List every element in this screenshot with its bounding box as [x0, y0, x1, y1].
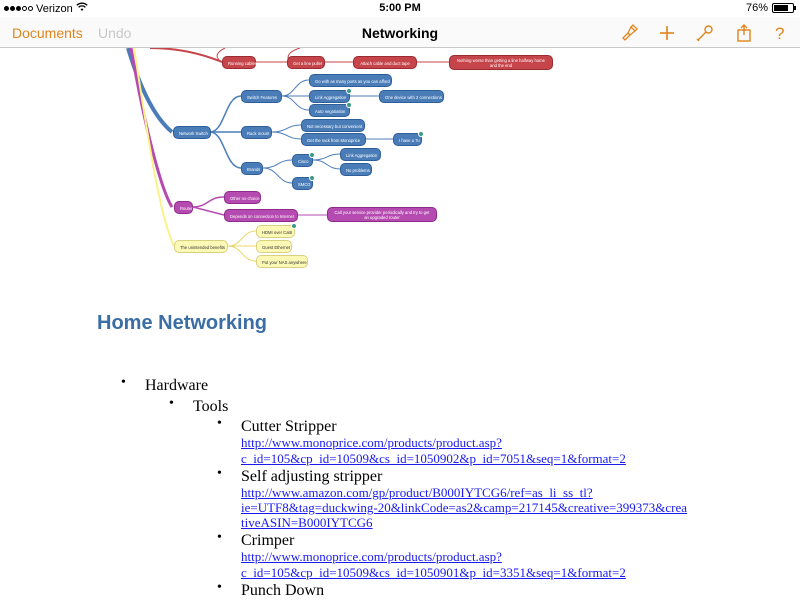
status-bar: Verizon 5:00 PM 76% — [0, 0, 800, 17]
mm-node-one-device[interactable]: One device with 2 connections — [379, 90, 444, 103]
mm-node-cisco-label: Cisco — [298, 159, 309, 164]
product-link[interactable]: http://www.monoprice.com/products/produc… — [241, 435, 502, 450]
note-badge-icon — [309, 152, 315, 158]
note-badge-icon — [418, 131, 424, 137]
plus-icon[interactable] — [657, 23, 677, 43]
bullet: • — [217, 466, 222, 481]
status-left: Verizon — [4, 2, 88, 15]
battery-fill — [774, 5, 788, 11]
mm-node-no-problems[interactable]: No problems — [340, 163, 372, 176]
mm-node-rack-mount[interactable]: Rack mount — [241, 126, 272, 139]
mm-node-unintended-benefits[interactable]: The unintended benefits — [174, 240, 228, 253]
mm-node-link-aggregation-label: Link Aggregation — [315, 95, 347, 100]
mm-node-switch-features[interactable]: Switch Features — [241, 90, 282, 103]
battery-icon — [772, 3, 796, 13]
bullet: • — [169, 396, 174, 411]
product-link[interactable]: c_id=105&cp_id=10509&cs_id=1050901&p_id=… — [241, 565, 626, 580]
mm-node-router[interactable]: Router — [174, 201, 193, 214]
documents-button[interactable]: Documents — [12, 25, 83, 41]
note-badge-icon — [346, 88, 352, 94]
note-badge-icon — [309, 175, 315, 181]
mm-node-hdmi-label: HDMI over Cat6 — [262, 230, 293, 235]
mm-node-smcg[interactable]: SMCG — [292, 175, 315, 190]
bullet: • — [217, 416, 222, 431]
note-badge-icon — [346, 102, 352, 108]
mm-node-smcg-label: SMCG — [298, 182, 311, 187]
mm-node-network-switch[interactable]: Network Switch — [173, 126, 211, 139]
mm-node-hdmi[interactable]: HDMI over Cat6 — [256, 223, 297, 238]
signal-strength-icon — [4, 6, 33, 11]
carrier-label: Verizon — [36, 2, 73, 15]
status-right: 76% — [745, 2, 796, 14]
product-link[interactable]: http://www.amazon.com/gp/product/B000IYT… — [241, 485, 593, 500]
product-link[interactable]: tiveASIN=B000IYTCG6 — [241, 515, 373, 530]
brush-icon[interactable] — [619, 23, 639, 43]
mm-node-nas[interactable]: Put your NAS anywhere — [256, 255, 308, 268]
mm-node-auto-negotiation-label: Auto negotiation — [315, 109, 346, 114]
bullet: • — [217, 580, 222, 595]
mm-node-attach-cable[interactable]: Attach cable and duct tape — [353, 56, 417, 69]
mm-node-line-puller[interactable]: Get a line puller — [287, 56, 325, 69]
wifi-icon — [76, 2, 88, 15]
mm-node-get-rack[interactable]: Get the rack from Monoprice — [301, 133, 366, 146]
mm-node-cisco-link-agg[interactable]: Link Aggregation — [340, 148, 381, 161]
mm-node-7u[interactable]: I have a 7u — [393, 131, 424, 146]
mm-node-auto-negotiation[interactable]: Auto negotiation — [309, 102, 352, 117]
mm-node-7u-label: I have a 7u — [399, 138, 420, 143]
document-title: Networking — [361, 25, 439, 41]
battery-percent: 76% — [745, 2, 768, 14]
list-item-label[interactable]: Crimper — [241, 532, 295, 549]
mm-node-running-cables[interactable]: Running cables — [222, 56, 257, 69]
nav-bar: Documents Undo Networking ? — [0, 17, 800, 48]
mm-node-guest-ethernet[interactable]: Guest Ethernet — [256, 240, 292, 253]
share-icon[interactable] — [734, 23, 754, 43]
wrench-icon[interactable] — [695, 23, 715, 43]
note-badge-icon — [291, 223, 297, 229]
mm-node-nothing-worse[interactable]: Nothing worse than getting a line halfwa… — [449, 55, 553, 70]
mm-node-cisco[interactable]: Cisco — [292, 152, 315, 167]
bullet: • — [217, 530, 222, 545]
status-time: 5:00 PM — [379, 2, 421, 14]
product-link[interactable]: http://www.monoprice.com/products/produc… — [241, 549, 502, 564]
product-link[interactable]: c_id=105&cp_id=10509&cs_id=1050902&p_id=… — [241, 451, 626, 466]
mm-node-brands[interactable]: Brands — [241, 162, 263, 175]
undo-button[interactable]: Undo — [98, 25, 132, 41]
product-link[interactable]: ie=UTF8&tag=duckwing-20&linkCode=as2&cam… — [241, 500, 688, 515]
mm-node-call-provider[interactable]: Call your service provider periodically … — [327, 207, 437, 222]
list-item-label[interactable]: Cutter Stripper — [241, 418, 337, 435]
list-item-label[interactable]: Punch Down — [241, 582, 325, 599]
list-item-label[interactable]: Self adjusting stripper — [241, 468, 383, 485]
mm-node-depends-connection[interactable]: Depends on connection to Internet — [224, 209, 298, 222]
list-item-hardware[interactable]: Hardware — [145, 377, 209, 394]
document-heading[interactable]: Home Networking — [97, 312, 268, 334]
mm-node-not-necessary[interactable]: Not necessary but convenient — [301, 119, 365, 132]
bullet: • — [121, 375, 126, 390]
mm-node-other-no-choice[interactable]: Other no choice — [224, 191, 261, 204]
mm-node-link-aggregation[interactable]: Link Aggregation — [309, 88, 352, 103]
svg-text:?: ? — [775, 24, 784, 43]
list-item-tools[interactable]: Tools — [193, 398, 229, 415]
mind-map-connectors — [126, 48, 449, 262]
help-icon[interactable]: ? — [770, 23, 790, 43]
mm-node-many-ports[interactable]: Go with as many ports as you can afford — [309, 74, 392, 87]
mind-map[interactable]: Running cables Get a line puller Attach … — [0, 48, 800, 276]
